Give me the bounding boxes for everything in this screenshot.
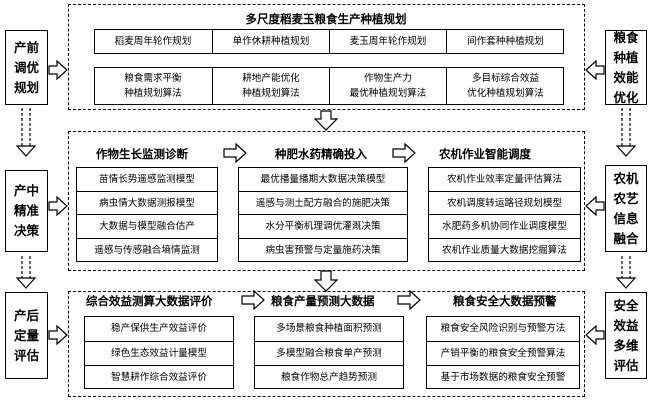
arrow-title-3b: [397, 289, 421, 311]
monitoring-item-2: 病虫情大数据测报模型: [76, 191, 218, 214]
planning-item-monocrop-fallow: 单作休耕种植规划: [212, 29, 329, 54]
scheduling-item-3: 水肥药多机协同作业调度模型: [428, 214, 581, 238]
scheduling-item-1: 农机作业效率定量评估算法: [446, 173, 563, 185]
right-stage-fusion: 农机农艺信息融合: [605, 165, 647, 252]
left-stage-preproduction: 产前调优规划: [5, 30, 48, 105]
evaluation-col-benefit: [84, 316, 234, 389]
security-item-2: 产销平衡的粮食安全预警算法: [426, 341, 580, 365]
arrow-left-stage1: [48, 59, 68, 81]
arrow-left-stage2: [48, 195, 68, 217]
dashed-arrow-left-1: [21, 108, 31, 146]
monitoring-item-3: 大数据与模型融合估产: [76, 214, 218, 238]
right-stage-efficiency: 粮食种植效能优化: [605, 30, 647, 105]
arrow-left-stage3: [48, 324, 68, 346]
arrow-down-1: [313, 110, 339, 131]
dashed-arrowhead-left-1: [15, 145, 37, 157]
scheduling-item-2: 农机调度转运路径规划模型: [428, 191, 581, 214]
dashed-arrowhead-right-2: [615, 277, 637, 289]
section-decision: [68, 131, 585, 271]
benefit-item-1: 稳产保供生产效益评价: [111, 323, 207, 334]
planning-algo-productivity: 作物生产力最优种植规划算法: [329, 67, 446, 105]
arrow-title-2a: [223, 142, 247, 164]
benefit-item-3: 智慧耕作综合效益评价: [84, 365, 234, 389]
monitoring-item-1: 苗情长势遥感监测模型: [99, 173, 195, 185]
planning-item-rice-wheat-rotation: 稻麦周年轮作规划: [114, 36, 192, 47]
inputs-item-2: 遥感与测土配方融合的施肥决策: [238, 191, 408, 214]
section-planning: [68, 4, 585, 110]
benefit-item-2: 绿色生态效益计量模型: [84, 341, 234, 365]
evaluation-col-security: [426, 316, 580, 389]
evaluation-title-benefit: 综合效益测算大数据评价: [86, 294, 213, 308]
evaluation-title-security: 粮食安全大数据预警: [453, 294, 557, 308]
security-item-1: 粮食安全风险识别与预警方法: [440, 323, 566, 334]
arrow-down-2: [313, 270, 339, 292]
evaluation-col-yield: [254, 316, 404, 389]
arrow-right-stage2: [585, 195, 605, 217]
planning-item-wheat-maize-rotation: 麦玉周年轮作规划: [329, 29, 446, 54]
left-stage-postproduction: 产后定量评估: [5, 292, 48, 379]
yield-item-2: 多模型融合粮食单产预测: [254, 341, 404, 365]
planning-algo-multi-objective: 多目标综合效益优化种植规划算法: [446, 67, 564, 105]
yield-item-1: 多场景粮食种植面积预测: [276, 323, 382, 334]
dashed-arrow-left-2: [21, 256, 31, 278]
security-item-3: 基于市场数据的粮食安全预警: [426, 365, 580, 389]
arrow-title-2b: [392, 142, 416, 164]
planning-item-intercropping: 间作套种种植规划: [446, 29, 564, 54]
decision-title-inputs: 种肥水药精确投入: [275, 147, 367, 161]
dashed-arrow-right-1: [621, 108, 631, 146]
inputs-item-1: 最优播量播期大数据决策模型: [260, 173, 386, 185]
evaluation-title-yield: 粮食产量预测大数据: [271, 294, 375, 308]
section-evaluation: [68, 291, 585, 397]
scheduling-item-4: 农机作业质量大数据挖掘算法: [428, 238, 581, 262]
left-stage-inproduction: 产中精准决策: [5, 170, 48, 252]
dashed-arrowhead-left-2: [15, 277, 37, 289]
decision-title-monitoring: 作物生长监测诊断: [96, 147, 188, 161]
planning-algo-capacity: 耕地产能优化种植规划算法: [212, 67, 329, 105]
monitoring-item-4: 遥感与传感融合墒情监测: [76, 238, 218, 262]
decision-title-scheduling: 农机作业智能调度: [439, 147, 531, 161]
dashed-arrowhead-right-1: [615, 145, 637, 157]
section-planning-title: 多尺度稻麦玉粮食生产种植规划: [245, 12, 407, 26]
arrow-title-3a: [241, 289, 265, 311]
right-stage-assessment: 安全效益多维评估: [605, 292, 647, 379]
planning-algo-demand-balance: 粮食需求平衡种植规划算法: [124, 73, 182, 99]
dashed-arrow-right-2: [621, 256, 631, 278]
arrow-right-stage1: [585, 59, 605, 81]
inputs-item-3: 水分平衡机理调优灌溉决策: [238, 214, 408, 238]
yield-item-3: 粮食作物总产趋势预测: [254, 365, 404, 389]
inputs-item-4: 病虫害预警与定量施药决策: [238, 238, 408, 262]
arrow-right-stage3: [585, 324, 605, 346]
